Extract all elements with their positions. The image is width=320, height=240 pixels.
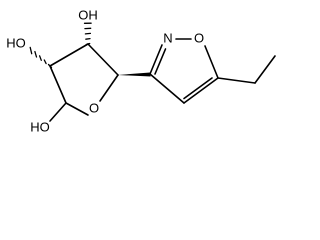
hash-bond-c3-hydroxyl [83,22,92,46]
ring-oxygen-label: O [89,100,99,115]
hydroxyl-left-label: HO [6,35,26,50]
isoxazole-nitrogen-label: N [163,30,172,45]
hydroxyl-top-label: OH [78,7,98,22]
bond-c4-ring-o [99,74,119,102]
hydroxyl-bottom-label: HO [30,119,50,134]
bond-c1-c2 [49,65,67,104]
sugar-ring [49,43,119,116]
bond-o-c5 [204,45,219,79]
bond-c5-ch2 [217,77,256,84]
bond-ring-o-c1 [65,102,89,116]
structure-diagram: OH HO HO O N O [6,7,276,134]
bond-c3-n-inner [154,48,167,75]
bond-c2-c3 [49,43,89,67]
bond-c4-c3 [149,73,185,104]
bond-c5-c4 [183,77,219,104]
ethyl-group [217,55,276,84]
hash-bond-c2-hydroxyl [29,46,53,69]
bond-c5-c4-inner [183,77,213,100]
bond-ch2-ch3 [254,55,276,84]
bond-c1-hydroxyl [49,102,67,122]
isoxazole-oxygen-label: O [194,30,204,45]
wedge-bond-c4-isoxazole [118,72,151,77]
isoxazole-ring [149,38,219,104]
bond-c3-n [149,44,163,75]
bond-c3-c4 [87,43,119,76]
